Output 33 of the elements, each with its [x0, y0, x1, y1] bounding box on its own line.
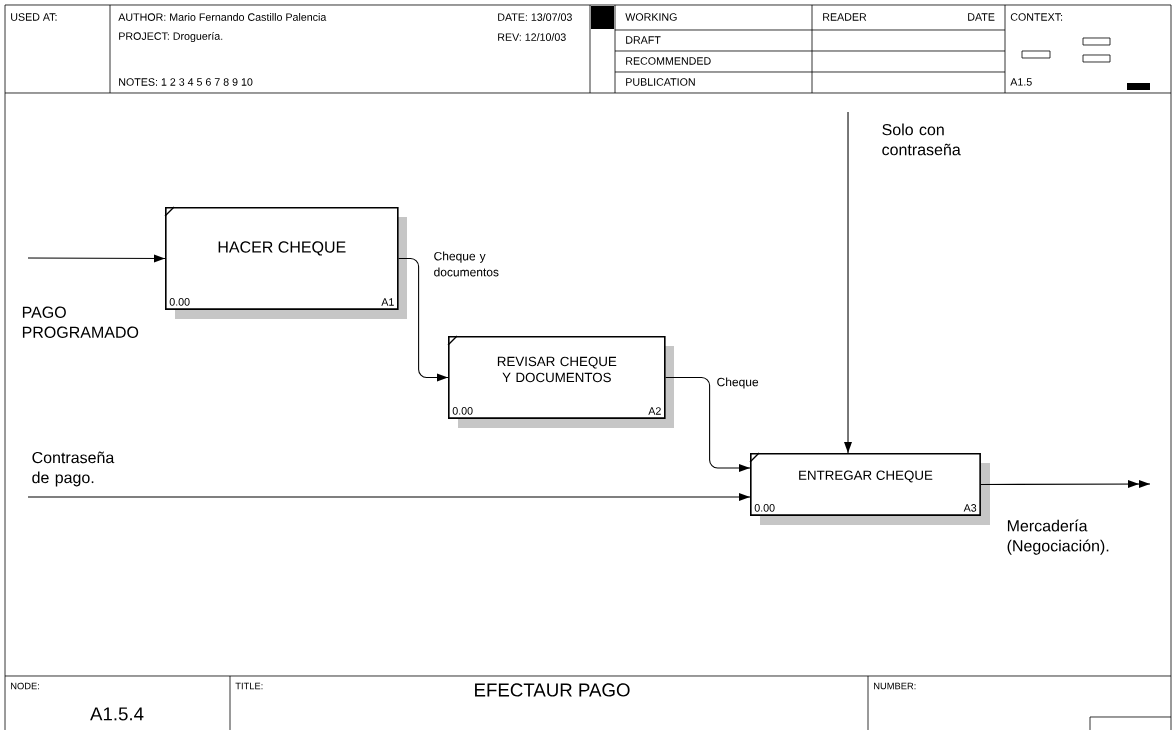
arrow: [844, 111, 852, 454]
frame-label: RECOMMENDED: [626, 57, 711, 65]
frame-label: NODE:: [11, 682, 39, 690]
diagram-title: EFECTAUR PAGO: [475, 683, 630, 697]
frame-label: NUMBER:: [874, 682, 916, 690]
frame-label: REV: 12/10/03: [498, 33, 566, 41]
frame-label: DRAFT: [626, 36, 661, 44]
arrow-label: PAGO PROGRAMADO: [22, 306, 139, 338]
arrow: [980, 480, 1151, 488]
frame-label: A1.5: [1010, 78, 1032, 86]
frame-label: WORKING: [625, 13, 677, 21]
frame-label: CONTEXT:: [1010, 13, 1063, 21]
frame-label: USED AT:: [11, 13, 57, 21]
arrow-label: Cheque: [717, 377, 759, 389]
arrow-label: Cheque y documentos: [434, 251, 499, 277]
frame-label: READER: [823, 13, 867, 21]
frame-label: NOTES: 1 2 3 4 5 6 7 8 9 10: [119, 78, 253, 86]
arrow: [27, 254, 166, 263]
arrow-label: Mercadería (Negociación).: [1007, 519, 1109, 555]
frame-label: TITLE:: [235, 682, 263, 690]
arrow-label: Contraseña de pago.: [32, 451, 115, 487]
activity-box: REVISAR CHEQUE Y DOCUMENTOS 0.00 A2: [447, 335, 674, 428]
arrow-label: Solo con contraseña: [882, 123, 961, 156]
activity-box: ENTREGAR CHEQUE 0.00 A3: [749, 452, 990, 525]
frame-label: DATE: [968, 13, 995, 21]
arrow: [665, 376, 751, 472]
frame-label: PROJECT: Droguería.: [119, 31, 223, 43]
frame-label: DATE: 13/07/03: [498, 13, 572, 21]
frame-label: A1.5.4: [90, 707, 144, 721]
frame-label: PUBLICATION: [626, 78, 695, 86]
arrow: [27, 493, 751, 501]
activity-box: HACER CHEQUE 0.00 A1: [164, 206, 407, 319]
frame-label: AUTHOR: Mario Fernando Castillo Palencia: [118, 13, 327, 21]
